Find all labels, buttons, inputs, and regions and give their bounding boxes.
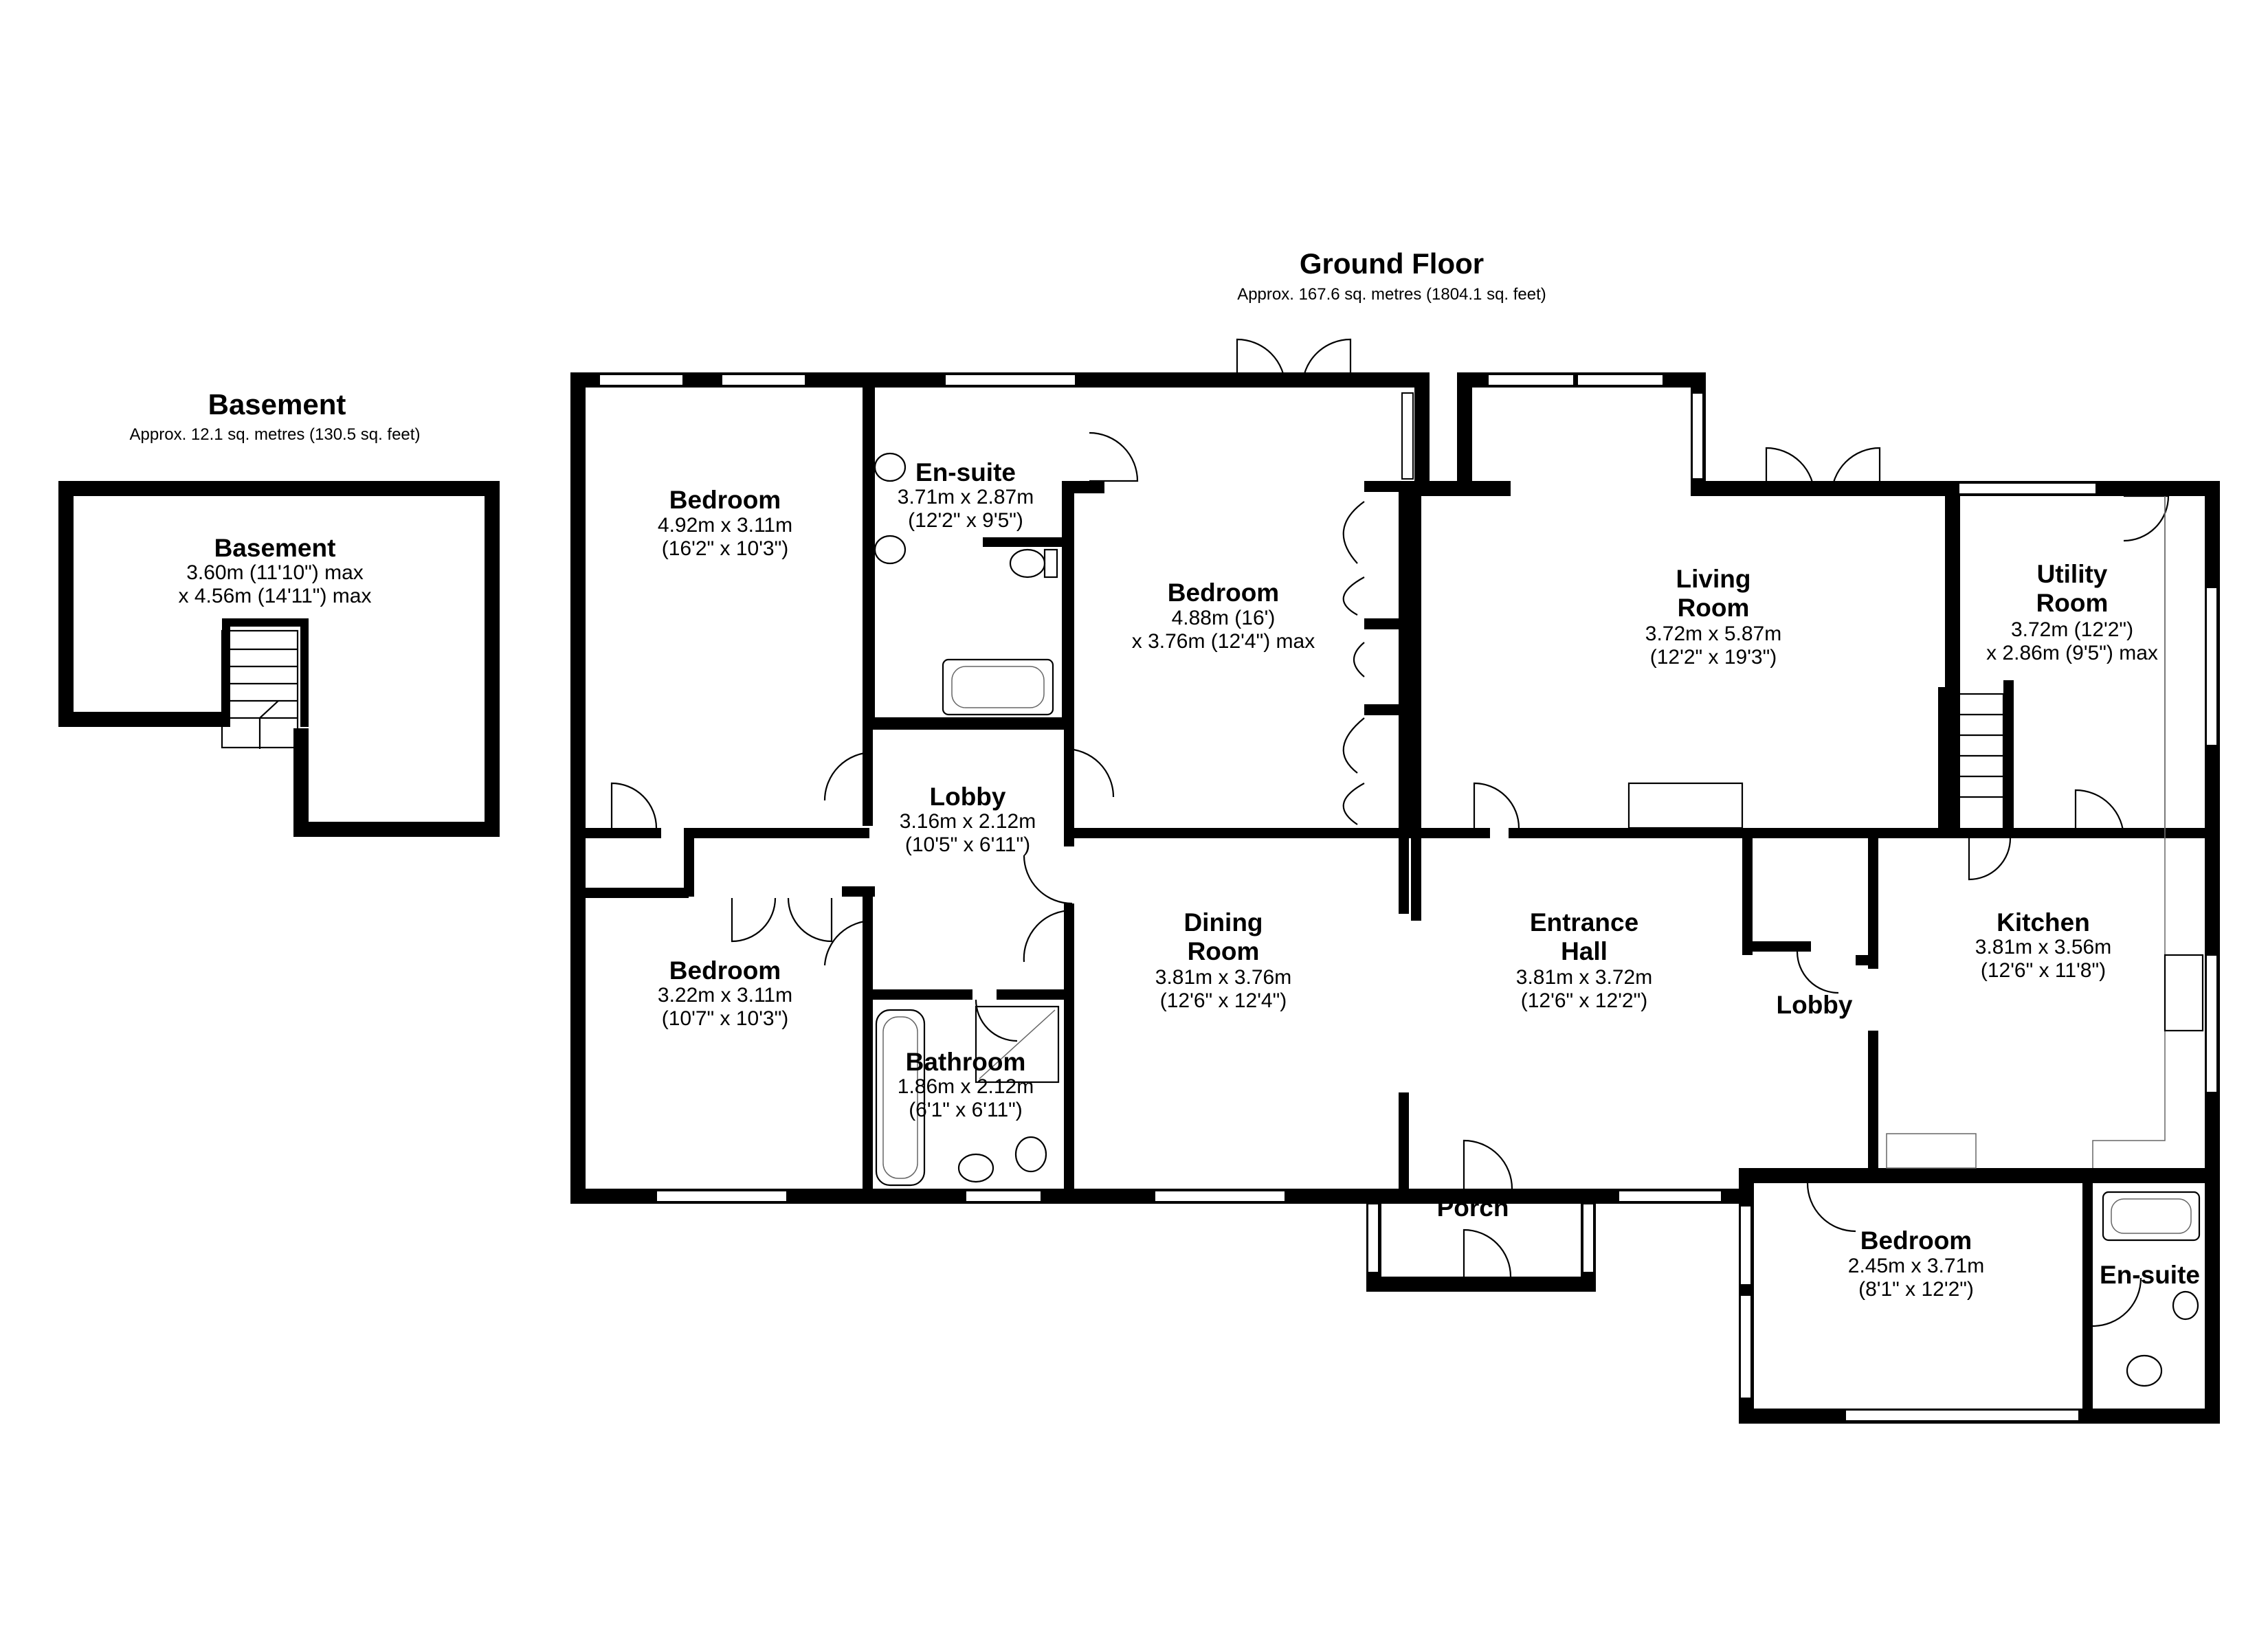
basement-stairs [221,629,299,749]
room-name: Kitchen [1997,908,2090,936]
room-name: Lobby [1777,991,1853,1019]
room-labels: Basement 3.60m (11'10") max x 4.56m (14'… [179,458,2200,1301]
room-dims: (12'6" x 12'4") [1160,989,1287,1012]
room-dims: 3.72m x 5.87m [1645,622,1781,645]
room-dims: 3.71m x 2.87m [898,486,1034,508]
room-dims: 2.45m x 3.71m [1848,1255,1984,1277]
room-name: Bedroom [1860,1226,1972,1255]
room-dims: (6'1" x 6'11") [909,1099,1023,1121]
room-dims: 3.22m x 3.11m [658,984,792,1007]
ground-floor-area: Approx. 167.6 sq. metres (1804.1 sq. fee… [1237,285,1546,304]
room-dims: x 4.56m (14'11") max [179,585,372,607]
room-dims: x 2.86m (9'5") max [1986,642,2158,664]
room-dims: (12'2" x 9'5") [908,509,1023,532]
room-name: En-suite [915,458,1016,486]
room-dims: (12'6" x 11'8") [1981,959,2106,982]
room-dims: (12'2" x 19'3") [1650,646,1777,669]
room-dims: x 3.76m (12'4") max [1132,630,1315,653]
room-dims: (10'5" x 6'11") [905,833,1030,856]
room-name: Bedroom [669,486,781,514]
room-name: Room [1678,594,1750,622]
room-dims: 1.86m x 2.12m [898,1075,1034,1098]
basement-area: Approx. 12.1 sq. metres (130.5 sq. feet) [130,425,421,444]
utility-stairs [1950,693,2005,833]
room-name: En-suite [2100,1261,2200,1289]
ground-floor-title: Ground Floor [1300,247,1484,280]
room-dims: (10'7" x 10'3") [662,1007,789,1030]
basement-stair-well [222,618,309,728]
room-name: Lobby [930,783,1006,811]
doors [610,338,2170,1327]
fixtures [874,452,2204,1387]
room-dims: (8'1" x 12'2") [1858,1278,1974,1301]
room-name: Hall [1561,937,1608,965]
basement-plan [58,481,500,837]
room-dims: 3.81m x 3.76m [1155,966,1291,989]
room-name: Porch [1437,1193,1509,1222]
room-dims: (12'6" x 12'2") [1521,989,1648,1012]
windows [599,374,2218,1422]
room-name: Living [1676,565,1751,593]
floor-titles: Ground Floor Approx. 167.6 sq. metres (1… [130,247,1546,444]
room-name: Bedroom [1168,579,1279,607]
room-dims: 4.92m x 3.11m [658,514,792,537]
room-dims: 3.81m x 3.72m [1516,966,1652,989]
room-dims: (16'2" x 10'3") [662,537,789,560]
room-dims: 3.72m (12'2") [2011,618,2133,641]
room-dims: 3.81m x 3.56m [1975,936,2111,958]
room-name: Utility [2037,560,2108,588]
room-name: Bathroom [906,1048,1026,1076]
room-name: Dining [1183,908,1263,936]
room-name: Room [1188,937,1260,965]
room-dims: 3.16m x 2.12m [900,810,1036,833]
room-name: Basement [214,534,336,562]
basement-title: Basement [208,388,346,420]
room-dims: 4.88m (16') [1172,607,1276,629]
room-name: Room [2036,589,2109,617]
room-name: Bedroom [669,956,781,985]
room-name: Entrance [1530,908,1638,936]
room-dims: 3.60m (11'10") max [186,561,364,584]
